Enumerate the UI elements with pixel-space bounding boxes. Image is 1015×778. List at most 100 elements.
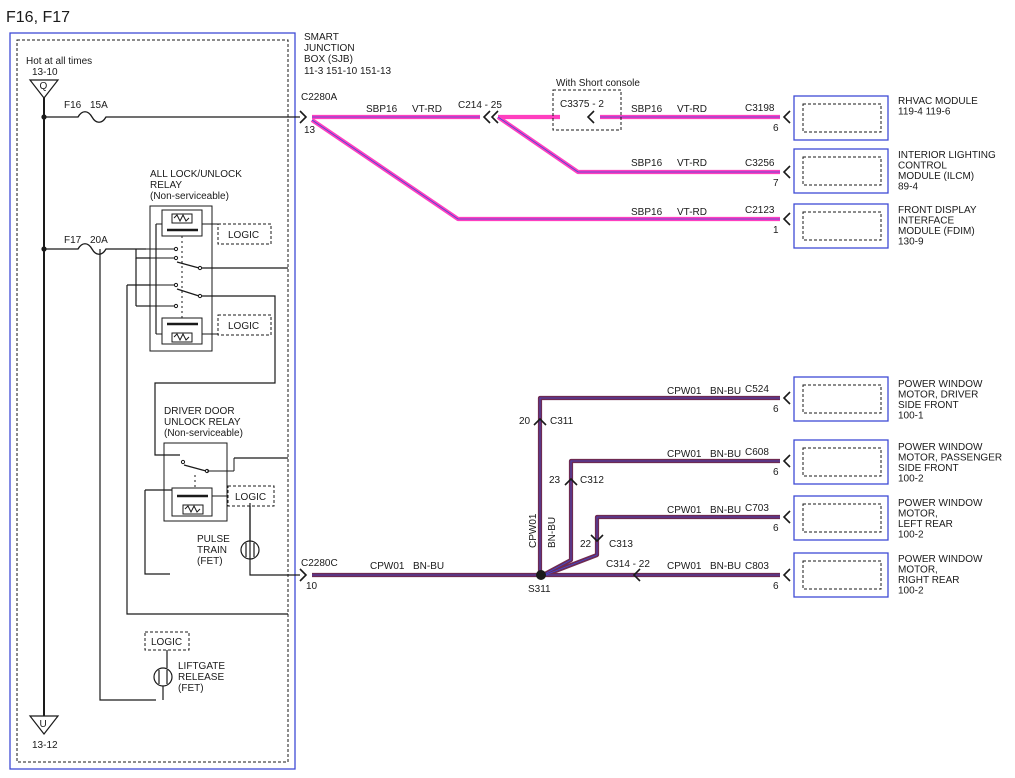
pin-rhvac: 6 bbox=[773, 123, 779, 134]
svg-text:ALL LOCK/UNLOCK: ALL LOCK/UNLOCK bbox=[150, 169, 242, 180]
module-label-rhvac-1: 119-4 119-6 bbox=[898, 107, 951, 118]
wire-label-sbp16-1: SBP16 bbox=[366, 104, 398, 115]
module-label-fdim-3: 130-9 bbox=[898, 237, 924, 248]
c803-arrow bbox=[782, 568, 791, 582]
wire-label-cpw01-vertical: CPW01 bbox=[528, 513, 539, 548]
ground-bus-letter: U bbox=[40, 719, 47, 730]
c312-arrow bbox=[564, 477, 578, 486]
wire-label-sbp16-3: SBP16 bbox=[631, 158, 663, 169]
s311-splice bbox=[536, 570, 546, 580]
svg-text:PULSE: PULSE bbox=[197, 534, 230, 545]
module-label-pw-right-rear-3: 100-2 bbox=[898, 586, 924, 597]
liftgate-release-label: LIFTGATE RELEASE (FET) bbox=[178, 661, 225, 694]
s311-label: S311 bbox=[528, 584, 551, 595]
module-box-fdim bbox=[793, 203, 889, 249]
module-label-ilcm-1: CONTROL bbox=[898, 161, 947, 172]
sjb-label: SMART JUNCTION BOX (SJB) 11-3 151-10 151… bbox=[304, 32, 392, 77]
c311-name: C311 bbox=[550, 416, 574, 427]
wire-label-sbp16-2: SBP16 bbox=[631, 104, 663, 115]
c2280a-arrow bbox=[299, 110, 308, 124]
wire-label-bnbu-vertical: BN-BU bbox=[547, 517, 558, 548]
svg-text:(FET): (FET) bbox=[197, 556, 223, 567]
wire-label-bnbu-2: BN-BU bbox=[710, 386, 741, 397]
wire-label-bnbu-5: BN-BU bbox=[710, 561, 741, 572]
sjb-internal-wiring bbox=[99, 249, 300, 701]
module-inner-rhvac bbox=[802, 103, 882, 133]
module-label-pw-left-rear-0: POWER WINDOW bbox=[898, 498, 983, 509]
svg-text:LIFTGATE: LIFTGATE bbox=[178, 661, 225, 672]
svg-text:RELEASE: RELEASE bbox=[178, 672, 224, 683]
c314-label: C314 - 22 bbox=[606, 559, 650, 570]
c3375-arrow bbox=[586, 110, 595, 124]
wire-label-vtrd-1: VT-RD bbox=[412, 104, 442, 115]
logic-label-1: LOGIC bbox=[228, 230, 259, 241]
c2280a-pin: 13 bbox=[304, 125, 316, 136]
module-box-rhvac bbox=[793, 95, 889, 141]
pulse-train-fet bbox=[240, 506, 260, 560]
pin-pw-passenger: 6 bbox=[773, 467, 779, 478]
c2280c-name: C2280C bbox=[301, 558, 338, 569]
c703-arrow bbox=[782, 510, 791, 524]
module-label-pw-left-rear-2: LEFT REAR bbox=[898, 519, 953, 530]
svg-text:TRAIN: TRAIN bbox=[197, 545, 227, 556]
module-label-pw-passenger-1: MOTOR, PASSENGER bbox=[898, 453, 1002, 464]
module-inner-fdim bbox=[802, 211, 882, 241]
module-label-ilcm-3: 89-4 bbox=[898, 182, 918, 193]
module-label-ilcm-2: MODULE (ILCM) bbox=[898, 171, 974, 182]
driver-door-unlock-relay-label: DRIVER DOOR UNLOCK RELAY (Non-serviceabl… bbox=[164, 406, 243, 439]
svg-text:11-3 151-10 151-13: 11-3 151-10 151-13 bbox=[304, 66, 392, 77]
pin-pw-left-rear: 6 bbox=[773, 523, 779, 534]
wire-label-vtrd-2: VT-RD bbox=[677, 104, 707, 115]
wire-label-bnbu-3: BN-BU bbox=[710, 449, 741, 460]
logic-box-3 bbox=[227, 485, 275, 507]
wire-label-vtrd-4: VT-RD bbox=[677, 207, 707, 218]
module-inner-pw-passenger bbox=[802, 447, 882, 477]
module-label-pw-left-rear-1: MOTOR, bbox=[898, 509, 938, 520]
wire-label-cpw01-5: CPW01 bbox=[667, 561, 702, 572]
c313-arrow bbox=[590, 534, 604, 543]
svg-text:DRIVER DOOR: DRIVER DOOR bbox=[164, 406, 235, 417]
module-label-pw-left-rear-3: 100-2 bbox=[898, 530, 924, 541]
c314-arrow bbox=[632, 568, 641, 582]
module-label-pw-passenger-3: 100-2 bbox=[898, 474, 924, 485]
svg-text:SMART: SMART bbox=[304, 32, 339, 43]
c608-arrow bbox=[782, 454, 791, 468]
logic-box-4 bbox=[144, 631, 190, 651]
module-inner-ilcm bbox=[802, 156, 882, 186]
connector-pw-driver: C524 bbox=[745, 384, 769, 395]
vt-rd-circuit bbox=[310, 114, 780, 222]
pin-pw-right-rear: 6 bbox=[773, 581, 779, 592]
wire-label-cpw01-4: CPW01 bbox=[667, 505, 702, 516]
diagram-title: F16, F17 bbox=[6, 9, 70, 26]
c3198-arrow bbox=[782, 110, 791, 124]
wire-label-bnbu-1: BN-BU bbox=[413, 561, 444, 572]
svg-text:UNLOCK RELAY: UNLOCK RELAY bbox=[164, 417, 241, 428]
c2280a-name: C2280A bbox=[301, 92, 337, 103]
svg-text:(Non-serviceable): (Non-serviceable) bbox=[150, 191, 229, 202]
module-box-pw-driver bbox=[793, 376, 889, 422]
module-label-pw-driver-2: SIDE FRONT bbox=[898, 400, 959, 411]
module-label-ilcm-0: INTERIOR LIGHTING bbox=[898, 150, 996, 161]
hot-bus-symbol bbox=[28, 79, 60, 99]
module-label-pw-driver-0: POWER WINDOW bbox=[898, 379, 983, 390]
f16-name: F16 bbox=[64, 100, 82, 111]
logic-box-1 bbox=[217, 223, 272, 245]
wire-label-cpw01-2: CPW01 bbox=[667, 386, 702, 397]
module-label-rhvac-0: RHVAC MODULE bbox=[898, 96, 978, 107]
logic-label-2: LOGIC bbox=[228, 321, 259, 332]
module-label-fdim-2: MODULE (FDIM) bbox=[898, 226, 975, 237]
svg-text:(FET): (FET) bbox=[178, 683, 204, 694]
module-label-pw-driver-1: MOTOR, DRIVER bbox=[898, 390, 978, 401]
f17-fuse bbox=[44, 243, 146, 255]
c311-arrow bbox=[533, 417, 547, 426]
pin-pw-driver: 6 bbox=[773, 404, 779, 415]
driver-door-unlock-relay bbox=[163, 442, 235, 522]
module-box-pw-passenger bbox=[793, 439, 889, 485]
svg-text:(Non-serviceable): (Non-serviceable) bbox=[164, 428, 243, 439]
logic-box-2 bbox=[217, 314, 272, 336]
